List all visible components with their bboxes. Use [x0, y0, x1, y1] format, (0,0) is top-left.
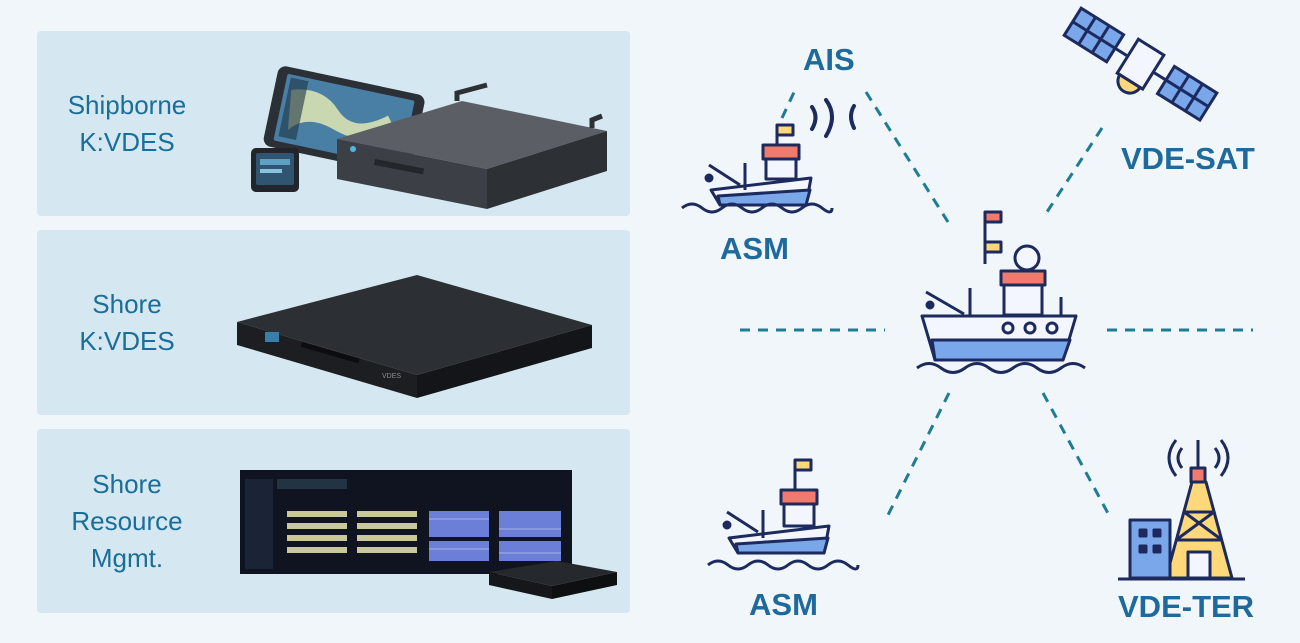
panel-shipborne-kvdes: Shipborne K:VDES: [37, 31, 630, 216]
ship-center-icon: [916, 210, 1086, 374]
label-ais: AIS: [803, 42, 855, 77]
panel-shore-kvdes: Shore K:VDES VDES: [37, 230, 630, 415]
panel-label: Shipborne K:VDES: [37, 31, 217, 216]
panel-label-line1: Shipborne: [67, 89, 187, 120]
label-asm-top: ASM: [720, 231, 789, 266]
ship-asm-bottom-icon: [707, 458, 860, 571]
link-satellite-center: [1041, 127, 1104, 219]
satellite-icon: [1062, 6, 1219, 123]
label-asm-bottom: ASM: [749, 587, 818, 622]
resource-mgmt-screen-image: [240, 470, 617, 599]
shore-rack-unit-image: VDES: [237, 275, 592, 398]
link-ais-center: [864, 91, 950, 223]
label-vde-ter: VDE-TER: [1118, 589, 1255, 624]
panel-label-line2: Resource: [71, 505, 183, 536]
link-center-vde-ter: [1041, 392, 1112, 518]
panel-label-line3: Mgmt.: [90, 542, 164, 573]
vde-ter-tower-icon: [1118, 439, 1245, 581]
ship-asm-top-icon: [681, 123, 834, 214]
panel-label: Shore K:VDES: [37, 230, 217, 415]
panel-label: Shore Resource Mgmt.: [37, 429, 217, 613]
label-vde-sat: VDE-SAT: [1121, 141, 1255, 176]
panel-label-line2: K:VDES: [79, 325, 175, 356]
panel-label-line1: Shore: [92, 468, 162, 499]
link-center-asm-bottom: [885, 392, 951, 518]
panel-label-line1: Shore: [92, 288, 162, 319]
ais-signal-icon: [810, 98, 856, 138]
dashed-links: [740, 87, 1253, 518]
link-ais-left: [780, 87, 798, 119]
panel-label-line2: K:VDES: [79, 126, 175, 157]
shipborne-devices-image: [251, 66, 607, 209]
svg-text:VDES: VDES: [382, 373, 401, 380]
tablet-device: [263, 66, 425, 175]
panel-shore-resource-mgmt: Shore Resource Mgmt.: [37, 429, 630, 613]
